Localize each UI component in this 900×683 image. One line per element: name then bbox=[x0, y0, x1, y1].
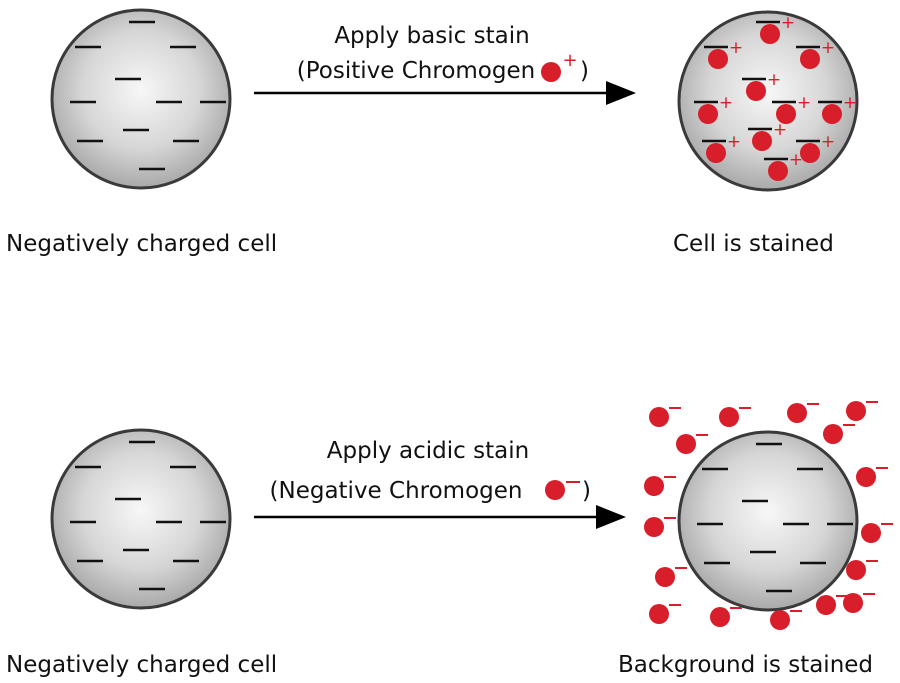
plus-sign: + bbox=[719, 93, 733, 113]
plus-sign: + bbox=[781, 13, 795, 33]
positive-chromogen bbox=[746, 81, 766, 101]
top-arrow-line1: Apply basic stain bbox=[334, 23, 529, 49]
arrow-head bbox=[606, 81, 636, 105]
plus-sign: + bbox=[789, 150, 803, 170]
negative-chromogen bbox=[846, 560, 866, 580]
negative-chromogen bbox=[861, 523, 881, 543]
positive-chromogen bbox=[776, 104, 796, 124]
top-left-cell bbox=[50, 8, 232, 190]
background-chromogens bbox=[644, 401, 893, 630]
plus-sign: + bbox=[562, 50, 577, 71]
positive-chromogen bbox=[800, 49, 820, 69]
bottom-right-label: Background is stained bbox=[618, 652, 873, 678]
positive-chromogen bbox=[800, 143, 820, 163]
plus-sign: + bbox=[773, 120, 787, 140]
bottom-left-cell bbox=[50, 428, 232, 610]
bottom-arrow-line2-close: ) bbox=[582, 478, 591, 504]
negative-chromogen bbox=[823, 424, 843, 444]
top-arrow-line2-close: ) bbox=[580, 58, 589, 84]
negative-chromogen bbox=[710, 607, 730, 627]
top-arrow bbox=[254, 81, 636, 105]
positive-chromogen-icon: + bbox=[541, 50, 578, 82]
negative-chromogen bbox=[846, 401, 866, 421]
positive-chromogen bbox=[768, 161, 788, 181]
positive-chromogen bbox=[822, 104, 842, 124]
positive-chromogen bbox=[706, 143, 726, 163]
negative-chromogen bbox=[770, 610, 790, 630]
negative-chromogen bbox=[787, 403, 807, 423]
bottom-left-label: Negatively charged cell bbox=[6, 652, 277, 678]
plus-sign: + bbox=[821, 38, 835, 58]
plus-sign: + bbox=[821, 132, 835, 152]
negative-chromogen bbox=[644, 517, 664, 537]
negative-chromogen bbox=[649, 604, 669, 624]
top-left-label: Negatively charged cell bbox=[6, 231, 277, 257]
negative-chromogen bbox=[676, 434, 696, 454]
bottom-arrow bbox=[254, 505, 626, 529]
negative-chromogen bbox=[719, 407, 739, 427]
positive-chromogen bbox=[760, 24, 780, 44]
plus-sign: + bbox=[797, 93, 811, 113]
bottom-right-cell bbox=[677, 430, 859, 612]
negative-chromogen bbox=[655, 567, 675, 587]
bottom-arrow-line1: Apply acidic stain bbox=[327, 438, 529, 464]
positive-chromogen bbox=[698, 104, 718, 124]
top-arrow-line2: (Positive Chromogen bbox=[297, 58, 535, 84]
top-right-cell: +++++++++++ bbox=[677, 10, 859, 192]
bottom-arrow-line2: (Negative Chromogen bbox=[270, 478, 523, 504]
positive-chromogen bbox=[708, 49, 728, 69]
top-right-label: Cell is stained bbox=[673, 231, 834, 257]
plus-sign: + bbox=[727, 132, 741, 152]
negative-chromogen bbox=[843, 593, 863, 613]
negative-chromogen bbox=[649, 407, 669, 427]
negative-chromogen-icon bbox=[545, 480, 580, 500]
plus-sign: + bbox=[843, 93, 857, 113]
positive-chromogen bbox=[752, 131, 772, 151]
arrow-head bbox=[596, 505, 626, 529]
negative-chromogen bbox=[644, 476, 664, 496]
plus-sign: + bbox=[729, 38, 743, 58]
negative-chromogen bbox=[816, 595, 836, 615]
plus-sign: + bbox=[767, 70, 781, 90]
negative-chromogen bbox=[856, 467, 876, 487]
